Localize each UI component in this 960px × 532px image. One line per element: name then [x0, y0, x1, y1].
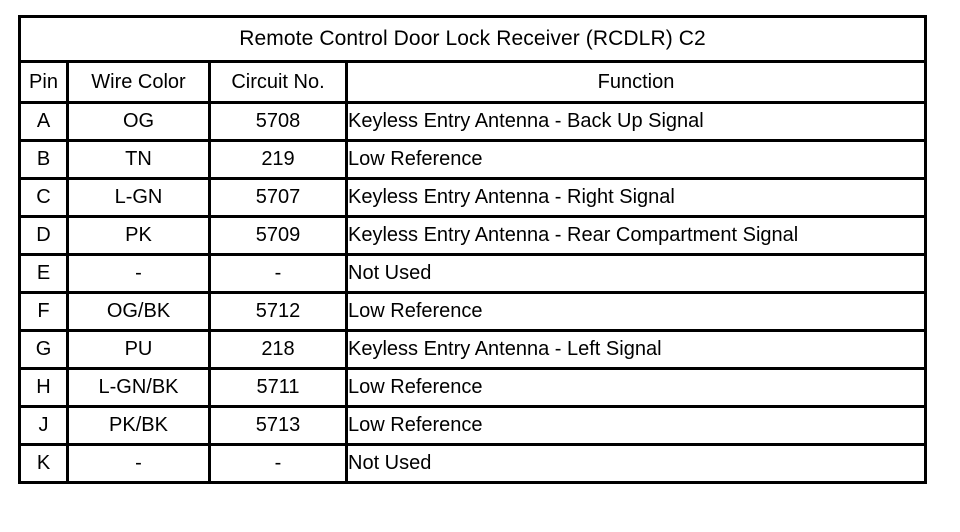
table-column-header-row: Pin Wire Color Circuit No. Function: [18, 60, 928, 104]
cell-circuit-no: -: [208, 443, 348, 484]
table-row: G PU 218 Keyless Entry Antenna - Left Si…: [18, 329, 928, 370]
cell-function: Keyless Entry Antenna - Right Signal: [344, 177, 928, 218]
table-row: F OG/BK 5712 Low Reference: [18, 291, 928, 332]
table-row: A OG 5708 Keyless Entry Antenna - Back U…: [18, 101, 928, 142]
cell-function: Keyless Entry Antenna - Rear Compartment…: [344, 215, 928, 256]
cell-circuit-no: 5713: [208, 405, 348, 446]
table-row: D PK 5709 Keyless Entry Antenna - Rear C…: [18, 215, 928, 256]
table-row: H L-GN/BK 5711 Low Reference: [18, 367, 928, 408]
cell-pin: C: [18, 177, 69, 218]
cell-wire-color: PK/BK: [66, 405, 211, 446]
cell-pin: A: [18, 101, 69, 142]
cell-wire-color: PU: [66, 329, 211, 370]
connector-pinout-table: Remote Control Door Lock Receiver (RCDLR…: [17, 15, 928, 484]
cell-wire-color: -: [66, 443, 211, 484]
cell-function: Low Reference: [344, 291, 928, 332]
table-header: Remote Control Door Lock Receiver (RCDLR…: [17, 15, 928, 104]
cell-pin: B: [18, 139, 69, 180]
cell-pin: F: [18, 291, 69, 332]
cell-pin: J: [18, 405, 69, 446]
cell-circuit-no: 218: [208, 329, 348, 370]
cell-pin: K: [18, 443, 69, 484]
cell-circuit-no: 5709: [208, 215, 348, 256]
cell-circuit-no: 5712: [208, 291, 348, 332]
cell-circuit-no: 5711: [208, 367, 348, 408]
table-title-row: Remote Control Door Lock Receiver (RCDLR…: [17, 15, 928, 63]
cell-wire-color: -: [66, 253, 211, 294]
cell-function: Low Reference: [344, 139, 928, 180]
cell-circuit-no: 5708: [208, 101, 348, 142]
table-title: Remote Control Door Lock Receiver (RCDLR…: [17, 15, 928, 63]
cell-function: Keyless Entry Antenna - Back Up Signal: [344, 101, 928, 142]
cell-pin: D: [18, 215, 69, 256]
table-row: J PK/BK 5713 Low Reference: [18, 405, 928, 446]
table-row: B TN 219 Low Reference: [18, 139, 928, 180]
cell-wire-color: TN: [66, 139, 211, 180]
cell-function: Keyless Entry Antenna - Left Signal: [344, 329, 928, 370]
cell-wire-color: OG/BK: [66, 291, 211, 332]
table-row: C L-GN 5707 Keyless Entry Antenna - Righ…: [18, 177, 928, 218]
cell-function: Not Used: [344, 443, 928, 484]
table-row: E - - Not Used: [18, 253, 928, 294]
column-header-wire-color: Wire Color: [66, 60, 211, 104]
cell-wire-color: L-GN: [66, 177, 211, 218]
cell-circuit-no: 219: [208, 139, 348, 180]
cell-pin: H: [18, 367, 69, 408]
cell-pin: G: [18, 329, 69, 370]
cell-pin: E: [18, 253, 69, 294]
cell-circuit-no: 5707: [208, 177, 348, 218]
column-header-pin: Pin: [18, 60, 69, 104]
cell-wire-color: PK: [66, 215, 211, 256]
cell-function: Not Used: [344, 253, 928, 294]
table-row: K - - Not Used: [18, 443, 928, 484]
column-header-function: Function: [344, 60, 928, 104]
cell-function: Low Reference: [344, 367, 928, 408]
column-header-circuit-no: Circuit No.: [208, 60, 348, 104]
cell-wire-color: L-GN/BK: [66, 367, 211, 408]
cell-wire-color: OG: [66, 101, 211, 142]
cell-function: Low Reference: [344, 405, 928, 446]
cell-circuit-no: -: [208, 253, 348, 294]
table-body: A OG 5708 Keyless Entry Antenna - Back U…: [18, 101, 928, 484]
